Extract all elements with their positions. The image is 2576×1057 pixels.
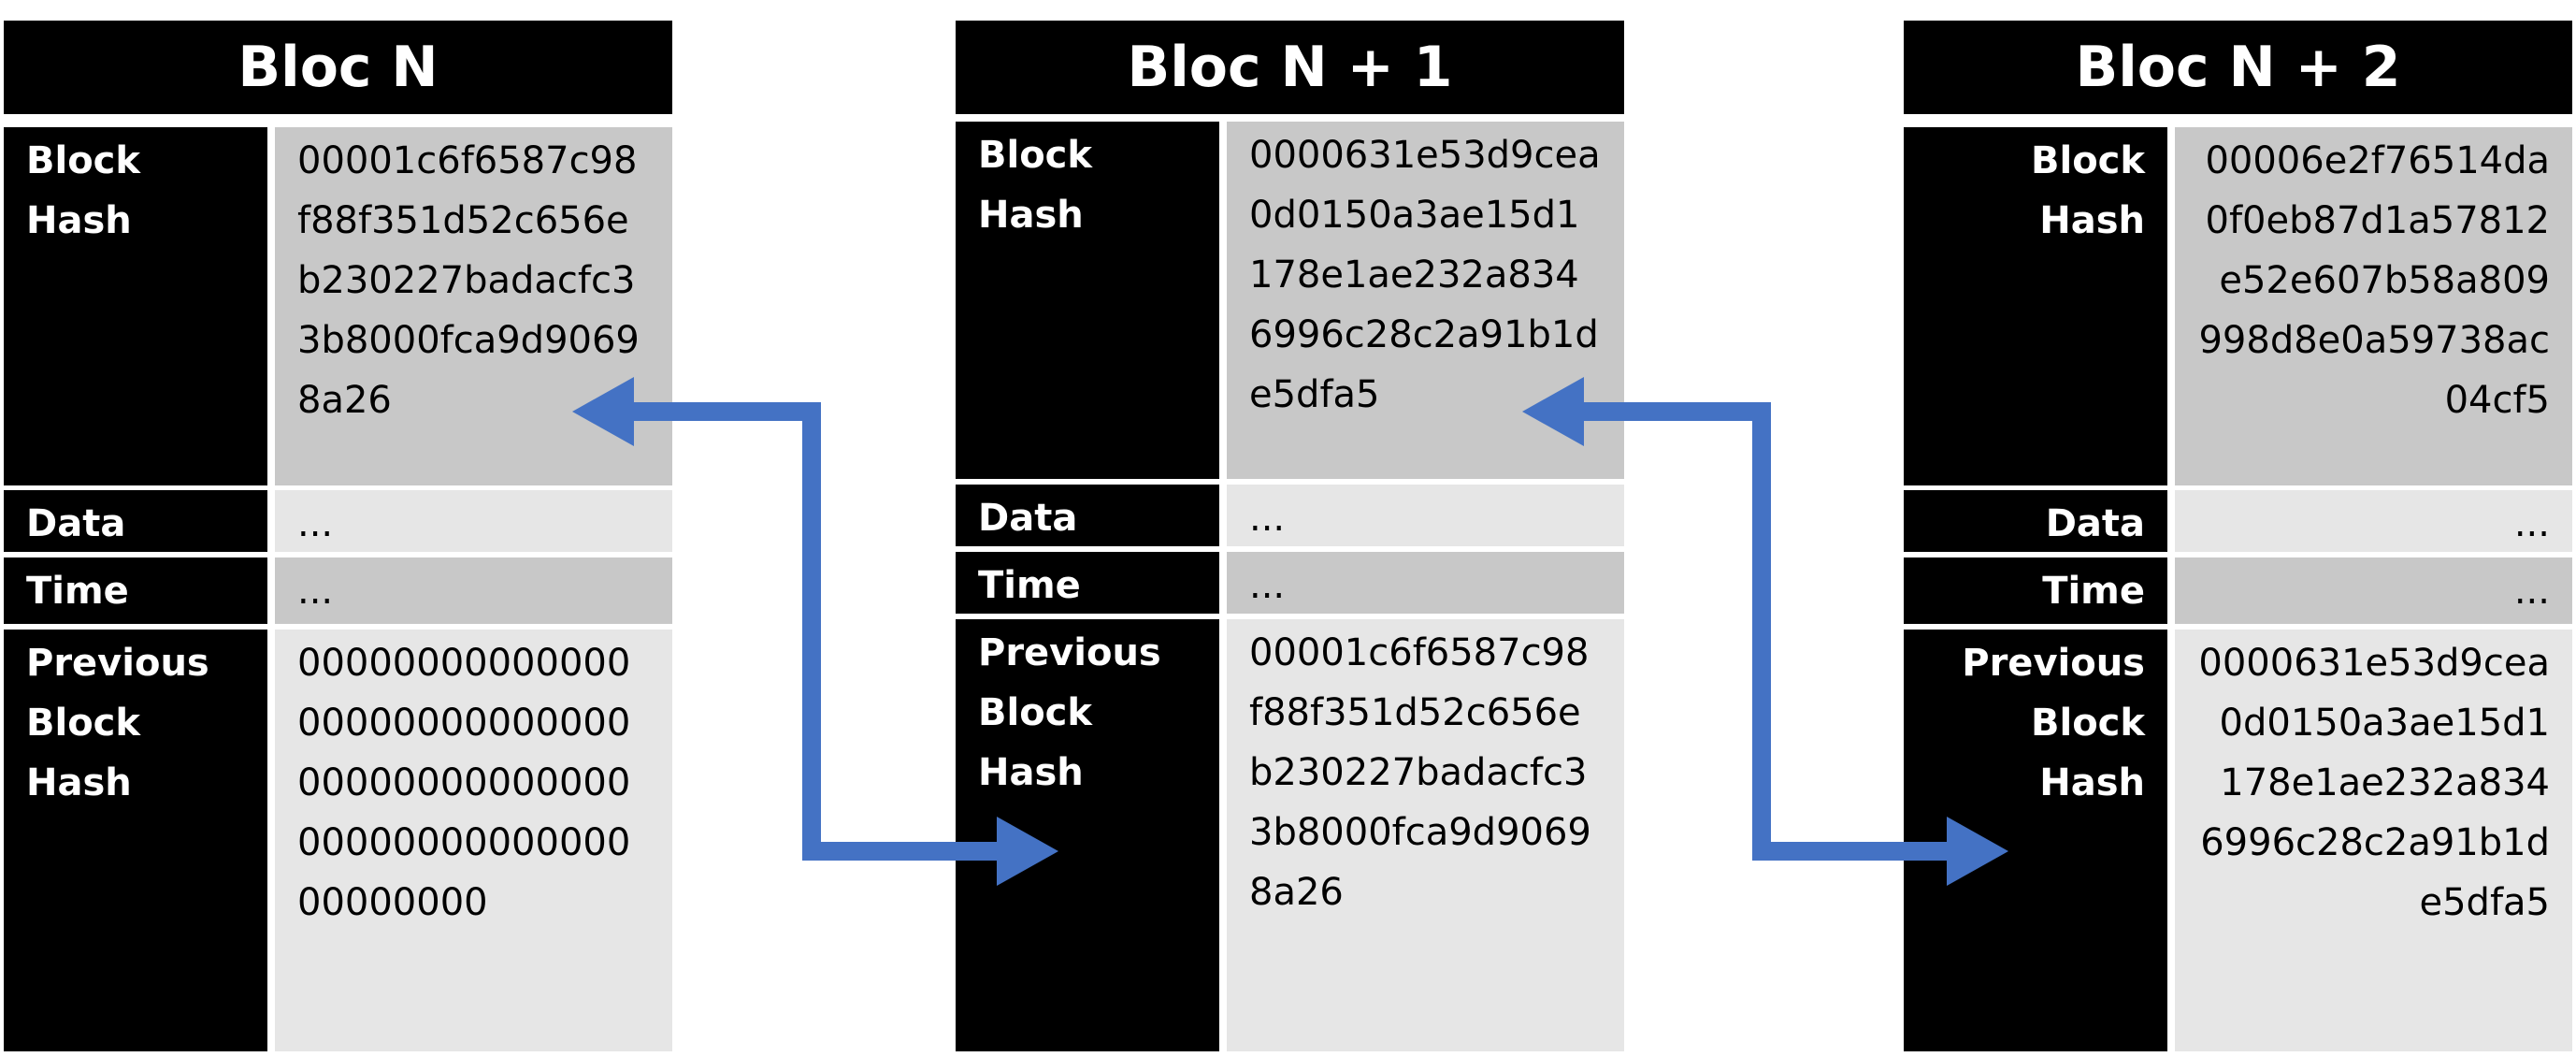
label-block-hash: Block Hash <box>4 127 267 485</box>
value-block-hash: 00006e2f76514da0f0eb87d1a57812e52e607b58… <box>2175 127 2572 485</box>
value-previous-block-hash: 0000000000000000000000000000000000000000… <box>275 630 672 1051</box>
block-title: Bloc N + 1 <box>956 21 1624 114</box>
value-data: ... <box>2175 490 2572 552</box>
value-time: ... <box>2175 557 2572 624</box>
value-previous-block-hash: 00001c6f6587c98f88f351d52c656eb230227bad… <box>1227 619 1624 1051</box>
row-block-hash: Block Hash 0000631e53d9cea0d0150a3ae15d1… <box>956 122 1624 479</box>
block-n: Bloc N Block Hash 00001c6f6587c98f88f351… <box>4 21 672 1051</box>
row-previous-block-hash: Previous Block Hash 00001c6f6587c98f88f3… <box>956 619 1624 1051</box>
label-block-hash: Block Hash <box>1904 127 2167 485</box>
label-data: Data <box>1904 490 2167 552</box>
label-previous-block-hash: Previous Block Hash <box>4 630 267 1051</box>
row-block-hash: Block Hash 00001c6f6587c98f88f351d52c656… <box>4 127 672 485</box>
row-time: Time ... <box>956 552 1624 614</box>
label-block-hash: Block Hash <box>956 122 1219 479</box>
block-n-plus-2: Bloc N + 2 Block Hash 00006e2f76514da0f0… <box>1904 21 2572 1051</box>
value-data: ... <box>1227 485 1624 546</box>
block-n-plus-1: Bloc N + 1 Block Hash 0000631e53d9cea0d0… <box>956 21 1624 1051</box>
arrow-shaft <box>1578 402 1950 861</box>
block-title: Bloc N + 2 <box>1904 21 2572 114</box>
label-time: Time <box>4 557 267 624</box>
label-data: Data <box>4 490 267 552</box>
value-time: ... <box>275 557 672 624</box>
value-previous-block-hash: 0000631e53d9cea0d0150a3ae15d1178e1ae232a… <box>2175 630 2572 1051</box>
row-previous-block-hash: Previous Block Hash 0000631e53d9cea0d015… <box>1904 630 2572 1051</box>
row-data: Data ... <box>956 485 1624 546</box>
row-data: Data ... <box>4 490 672 552</box>
label-time: Time <box>956 552 1219 614</box>
row-time: Time ... <box>1904 557 2572 624</box>
label-previous-block-hash: Previous Block Hash <box>956 619 1219 1051</box>
value-block-hash: 0000631e53d9cea0d0150a3ae15d1178e1ae232a… <box>1227 122 1624 479</box>
label-previous-block-hash: Previous Block Hash <box>1904 630 2167 1051</box>
block-title: Bloc N <box>4 21 672 114</box>
row-time: Time ... <box>4 557 672 624</box>
label-time: Time <box>1904 557 2167 624</box>
label-data: Data <box>956 485 1219 546</box>
value-block-hash: 00001c6f6587c98f88f351d52c656eb230227bad… <box>275 127 672 485</box>
arrow-shaft <box>626 402 1000 861</box>
row-data: Data ... <box>1904 490 2572 552</box>
value-time: ... <box>1227 552 1624 614</box>
value-data: ... <box>275 490 672 552</box>
row-previous-block-hash: Previous Block Hash 00000000000000000000… <box>4 630 672 1051</box>
row-block-hash: Block Hash 00006e2f76514da0f0eb87d1a5781… <box>1904 127 2572 485</box>
